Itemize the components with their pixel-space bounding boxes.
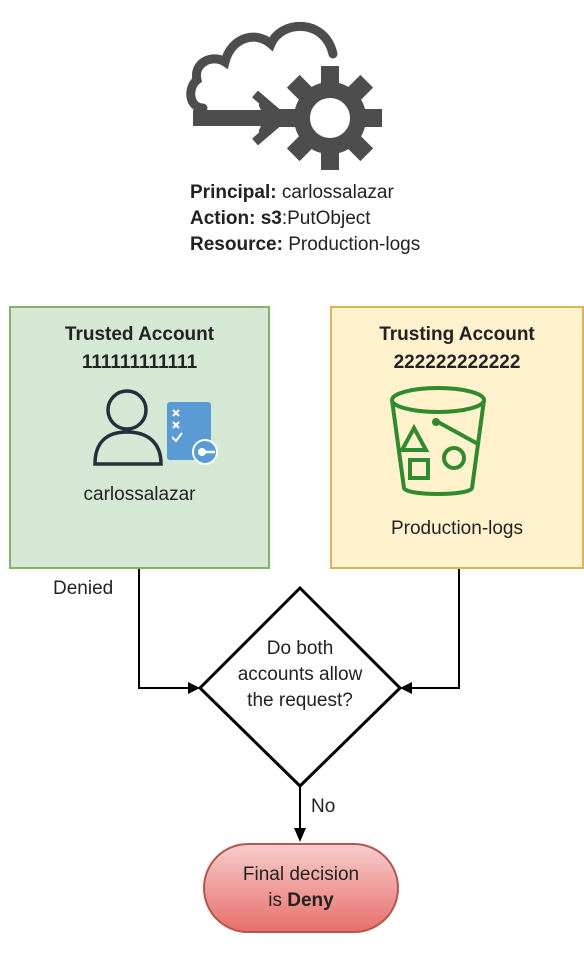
decision-text: Do both accounts allow the request? xyxy=(220,636,380,714)
principal-value: carlossalazar xyxy=(276,182,394,203)
final-decision-value: Deny xyxy=(287,890,334,911)
denied-edge-label: Denied xyxy=(53,578,114,599)
trusting-account-title: Trusting Account xyxy=(379,324,535,345)
trusting-account-box: Trusting Account 222222222222 Production… xyxy=(330,306,584,569)
principal-label: Principal: xyxy=(190,182,277,203)
trusted-account-box: Trusted Account 111111111111 carlossalaz… xyxy=(9,306,270,569)
action-service: s3 xyxy=(255,208,282,229)
trusted-account-id: 111111111111 xyxy=(81,352,198,373)
decision-line-2: accounts allow xyxy=(237,664,363,685)
trusted-user-name: carlossalazar xyxy=(83,484,196,505)
cloud-gear-arrow-icon xyxy=(186,21,382,170)
decision-line-1: Do both xyxy=(266,638,334,659)
decision-diamond xyxy=(197,585,403,789)
resource-line: Resource: Production-logs xyxy=(190,232,420,258)
final-decision-terminal: Final decision is Deny xyxy=(203,843,399,933)
final-line-2: is Deny xyxy=(268,888,333,914)
final-line-1: Final decision xyxy=(242,864,360,885)
resource-label: Resource: xyxy=(190,234,283,255)
final-line-2-prefix: is xyxy=(268,890,288,911)
no-edge-label: No xyxy=(311,796,336,817)
decision-line-3: the request? xyxy=(247,690,353,711)
action-label: Action: xyxy=(190,208,256,229)
action-value: :PutObject xyxy=(281,208,371,229)
action-line: Action: s3:PutObject xyxy=(190,206,371,232)
trusting-resource-name: Production-logs xyxy=(390,518,524,539)
principal-line: Principal: carlossalazar xyxy=(190,180,394,206)
user-certificate-icon xyxy=(93,389,218,466)
s3-bucket-icon xyxy=(390,386,486,496)
trusting-account-id: 222222222222 xyxy=(393,352,521,373)
trusted-account-title: Trusted Account xyxy=(64,324,215,345)
resource-value: Production-logs xyxy=(282,234,421,255)
